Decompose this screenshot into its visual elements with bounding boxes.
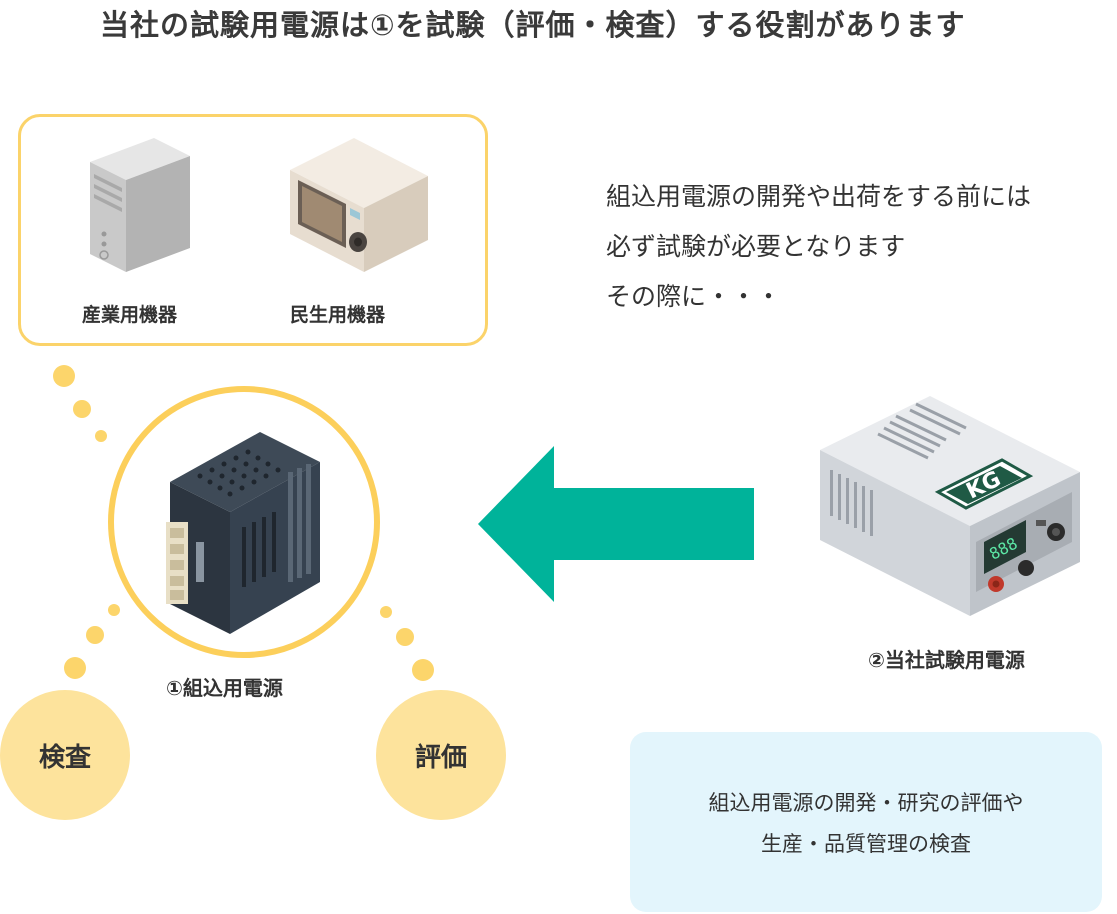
connector-dot bbox=[396, 628, 414, 646]
evaluation-bubble: 評価 bbox=[376, 690, 506, 820]
embedded-psu-label: ①組込用電源 bbox=[166, 676, 283, 700]
embedded-psu-icon bbox=[166, 432, 320, 634]
connector-dot bbox=[412, 659, 434, 681]
description-line: 必ず試験が必要となります bbox=[606, 232, 906, 261]
evaluation-label: 評価 bbox=[414, 742, 467, 773]
embedded-psu-ring bbox=[108, 386, 380, 658]
connector-dot bbox=[380, 606, 392, 618]
test-psu-icon: KG 888 bbox=[820, 396, 1080, 616]
test-psu-label: ②当社試験用電源 bbox=[868, 648, 1025, 672]
description-line: その際に・・・ bbox=[606, 282, 782, 311]
info-box: 組込用電源の開発・研究の評価や 生産・品質管理の検査 bbox=[630, 732, 1102, 912]
consumer-device-label: 民生用機器 bbox=[290, 304, 386, 326]
connector-dot bbox=[86, 626, 104, 644]
connector-dot bbox=[73, 400, 91, 418]
info-line: 生産・品質管理の検査 bbox=[761, 832, 971, 856]
connector-dot bbox=[95, 430, 107, 442]
info-line: 組込用電源の開発・研究の評価や bbox=[708, 791, 1024, 815]
description-line: 組込用電源の開発や出荷をする前には bbox=[606, 182, 1032, 211]
page-title: 当社の試験用電源は①を試験（評価・検査）する役割があります bbox=[100, 8, 966, 42]
inspection-bubble: 検査 bbox=[0, 690, 130, 820]
consumer-device-icon bbox=[290, 138, 428, 272]
connector-dot bbox=[64, 657, 86, 679]
inspection-label: 検査 bbox=[38, 742, 91, 773]
description-text: 組込用電源の開発や出荷をする前には 必ず試験が必要となります その際に・・・ bbox=[606, 172, 1031, 322]
connector-dot bbox=[108, 604, 120, 616]
connector-dot bbox=[53, 365, 75, 387]
industrial-device-icon bbox=[90, 138, 190, 272]
industrial-device-label: 産業用機器 bbox=[82, 304, 178, 326]
arrow-left-icon bbox=[478, 446, 754, 602]
